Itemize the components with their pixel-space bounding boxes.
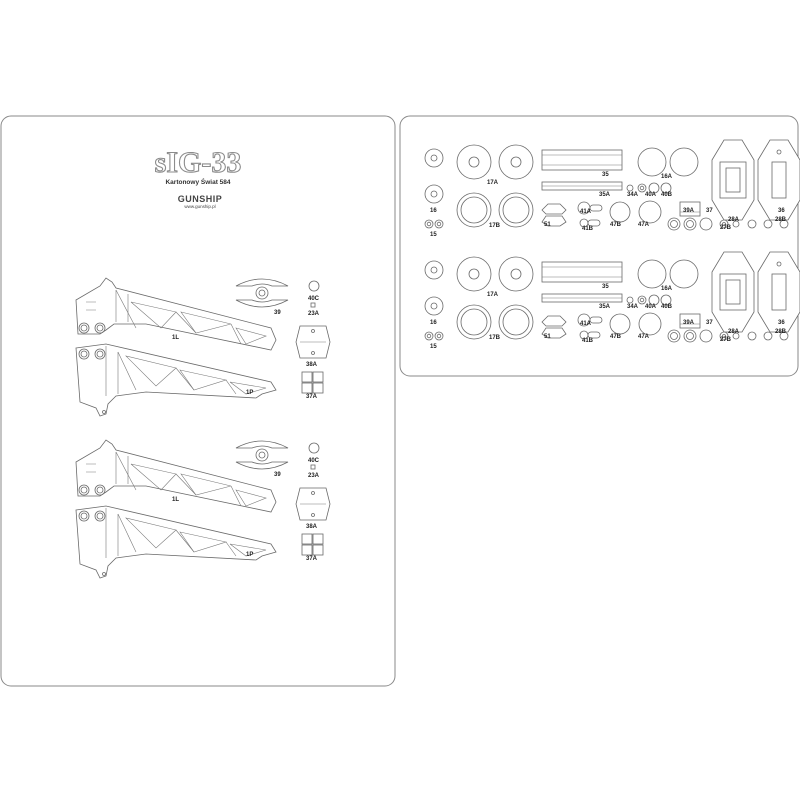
label-47A: 47A [638, 222, 650, 228]
label-16A: 16A [661, 286, 673, 292]
label-28B: 28B [775, 217, 787, 223]
label-37: 37 [706, 320, 713, 326]
label-23A-upper: 23A [308, 311, 320, 317]
label-36: 36 [778, 208, 785, 214]
label-36: 36 [778, 320, 785, 326]
right-labels-upper: 16 15 17A 17B 35 35A 16A 34A 40A 40B 41A… [430, 172, 787, 238]
label-40A: 40A [645, 192, 657, 198]
label-51: 51 [544, 334, 551, 340]
label-17A: 17A [487, 292, 499, 298]
label-35: 35 [602, 172, 609, 178]
label-15: 15 [430, 232, 437, 238]
label-16: 16 [430, 208, 437, 214]
label-38A-lower: 38A [306, 524, 318, 530]
label-41B: 41B [582, 226, 594, 232]
label-27B: 27B [720, 337, 732, 343]
part-23A-upper [310, 302, 316, 308]
label-28B: 28B [775, 329, 787, 335]
right-labels-lower: 16 15 17A 17B 35 35A 16A 34A 40A 40B 41A… [430, 284, 787, 350]
label-17B: 17B [489, 223, 501, 229]
label-28A: 28A [728, 329, 740, 335]
label-40B: 40B [661, 192, 673, 198]
part-40C-lower [308, 442, 320, 454]
label-16: 16 [430, 320, 437, 326]
label-39-lower: 39 [274, 472, 281, 478]
label-16A: 16A [661, 174, 673, 180]
label-34A: 34A [627, 192, 639, 198]
part-40C-upper [308, 280, 320, 292]
label-40C-upper: 40C [308, 296, 320, 302]
label-1L-upper: 1L [172, 335, 179, 341]
label-37A-lower: 37A [306, 556, 318, 562]
model-title: sIG-33 [155, 146, 242, 179]
label-17B: 17B [489, 335, 501, 341]
publisher-url: www.gunship.pl [184, 204, 215, 209]
label-28A: 28A [728, 217, 740, 223]
label-47B: 47B [610, 334, 622, 340]
label-38A-upper: 38A [306, 362, 318, 368]
label-39A: 39A [683, 320, 695, 326]
label-40A: 40A [645, 304, 657, 310]
label-27B: 27B [720, 225, 732, 231]
label-15: 15 [430, 344, 437, 350]
label-1P-lower: 1P [246, 552, 253, 558]
label-23A-lower: 23A [308, 473, 320, 479]
label-1P-upper: 1P [246, 390, 253, 396]
label-39-upper: 39 [274, 310, 281, 316]
label-41B: 41B [582, 338, 594, 344]
label-34A: 34A [627, 304, 639, 310]
label-35: 35 [602, 284, 609, 290]
label-37: 37 [706, 208, 713, 214]
label-37A-upper: 37A [306, 394, 318, 400]
right-sheet-outline [399, 115, 799, 377]
label-39A: 39A [683, 208, 695, 214]
part-38A-upper [295, 325, 331, 359]
label-40C-lower: 40C [308, 458, 320, 464]
model-subtitle: Kartonowy Świat 584 [165, 177, 230, 186]
label-1L-lower: 1L [172, 497, 179, 503]
label-41A: 41A [580, 321, 592, 327]
part-23A-lower [310, 464, 316, 470]
label-41A: 41A [580, 209, 592, 215]
label-47B: 47B [610, 222, 622, 228]
part-38A-lower [295, 487, 331, 521]
label-51: 51 [544, 222, 551, 228]
label-35A: 35A [599, 192, 611, 198]
label-17A: 17A [487, 180, 499, 186]
label-35A: 35A [599, 304, 611, 310]
label-47A: 47A [638, 334, 650, 340]
label-40B: 40B [661, 304, 673, 310]
publisher-logo: GUNSHIP [178, 194, 223, 204]
